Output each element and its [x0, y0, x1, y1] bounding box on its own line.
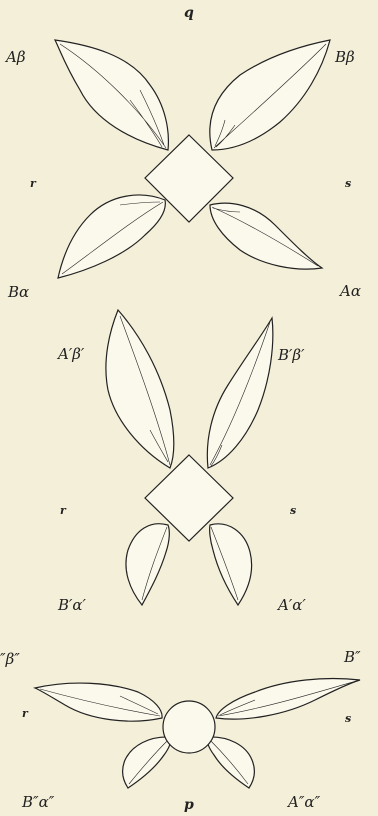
middle-leaf-b-alpha — [126, 524, 169, 605]
bottom-flower — [35, 679, 360, 789]
middle-flower — [106, 310, 273, 605]
top-side-left: r — [30, 178, 36, 189]
middle-side-right: s — [290, 505, 296, 516]
bottom-label-beta-left: ″β″ — [0, 652, 20, 667]
top-letter-q: q — [184, 6, 194, 20]
bottom-leaf-beta-left — [35, 683, 162, 721]
top-leaf-b-beta — [210, 40, 330, 150]
bottom-leaf-beta-right — [216, 679, 360, 720]
bottom-label-b-alpha: B″α″ — [22, 795, 54, 810]
top-side-right: s — [345, 178, 351, 189]
middle-label-a-beta: A′β′ — [58, 347, 84, 362]
middle-leaf-a-alpha — [210, 524, 252, 605]
bottom-side-left: r — [22, 708, 28, 719]
top-leaf-a-beta — [55, 40, 168, 150]
bottom-label-a-alpha: A″α″ — [288, 795, 320, 810]
middle-label-a-alpha: A′α′ — [278, 598, 306, 613]
middle-label-b-alpha: B′α′ — [58, 598, 86, 613]
top-leaf-b-alpha — [58, 195, 165, 278]
bottom-side-right: s — [345, 713, 351, 724]
bottom-label-b-right: B″ — [344, 650, 361, 665]
bottom-letter-p: p — [184, 798, 194, 812]
bottom-center-circle — [163, 701, 215, 753]
middle-leaf-b-beta — [207, 318, 273, 468]
top-label-a-alpha: Aα — [340, 284, 361, 299]
top-label-b-beta: Bβ — [335, 50, 355, 65]
middle-label-b-beta: B′β′ — [278, 348, 305, 363]
top-flower — [55, 40, 330, 278]
middle-side-left: r — [60, 505, 66, 516]
middle-leaf-a-beta — [106, 310, 174, 468]
top-leaf-a-alpha — [210, 203, 322, 269]
top-label-a-beta: Aβ — [6, 50, 26, 65]
top-label-b-alpha: Bα — [8, 285, 29, 300]
